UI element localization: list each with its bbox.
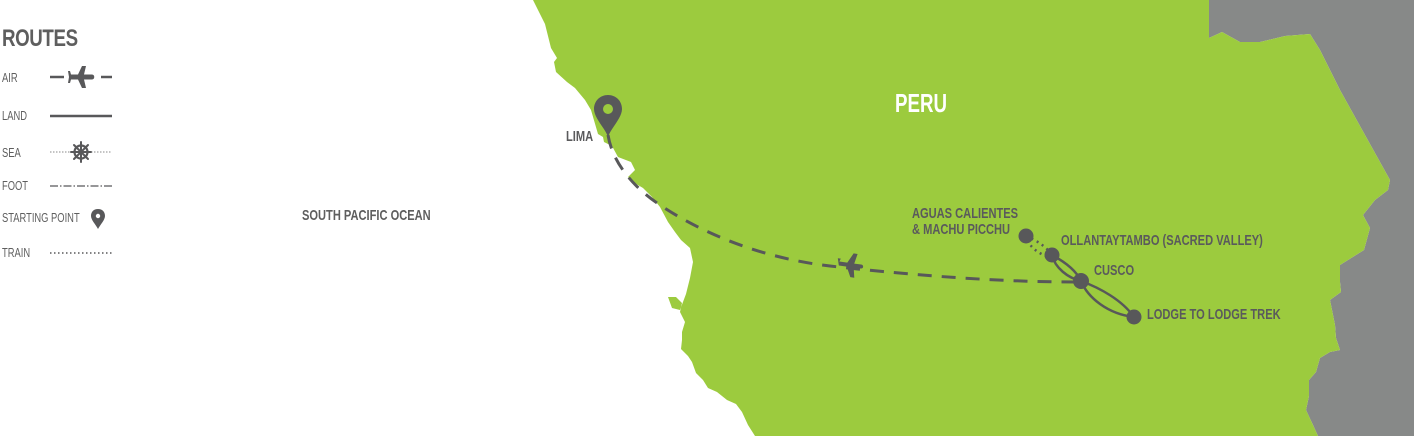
stop-marker-ollantaytambo[interactable] xyxy=(1044,247,1060,263)
location-label-cusco[interactable]: CUSCO xyxy=(1094,262,1135,279)
map-pin-icon[interactable] xyxy=(594,95,622,137)
legend-label-foot: FOOT xyxy=(2,178,28,193)
stop-marker-cusco[interactable] xyxy=(1073,273,1089,289)
train-route-return xyxy=(1026,239,1051,260)
peru-landmass xyxy=(533,0,1390,436)
legend-starting-point-symbol xyxy=(91,209,105,229)
airplane-icon xyxy=(837,253,864,278)
legend-title: ROUTES xyxy=(2,25,78,52)
location-label-aguas-calientes[interactable]: AGUAS CALIENTES & MACHU PICCHU xyxy=(912,206,1018,238)
legend-label-land: LAND xyxy=(2,108,27,123)
legend-air-symbol xyxy=(50,66,112,88)
country-label-peru: PERU xyxy=(895,88,948,118)
legend-label-starting-point: STARTING POINT xyxy=(2,210,80,225)
stop-marker-lodge-trek[interactable] xyxy=(1126,309,1142,325)
ship-wheel-icon xyxy=(70,141,92,163)
air-route xyxy=(606,134,1079,284)
legend-label-sea: SEA xyxy=(2,145,21,160)
location-label-lodge-trek[interactable]: LODGE TO LODGE TREK xyxy=(1147,306,1281,323)
legend-sea-symbol xyxy=(50,141,112,163)
legend-label-train: TRAIN xyxy=(2,245,31,260)
stop-marker-aguas-calientes[interactable] xyxy=(1018,228,1034,244)
ocean-label: SOUTH PACIFIC OCEAN xyxy=(302,207,431,224)
location-label-lima[interactable]: LIMA xyxy=(566,128,594,145)
location-label-ollantaytambo[interactable]: OLLANTAYTAMBO (SACRED VALLEY) xyxy=(1061,232,1263,249)
neighbor-country xyxy=(1209,0,1414,436)
location-label-aguas-calientes-line2: & MACHU PICCHU xyxy=(912,220,1011,238)
location-label-aguas-calientes-line1: AGUAS CALIENTES xyxy=(912,205,1019,222)
legend-label-air: AIR xyxy=(2,70,18,85)
